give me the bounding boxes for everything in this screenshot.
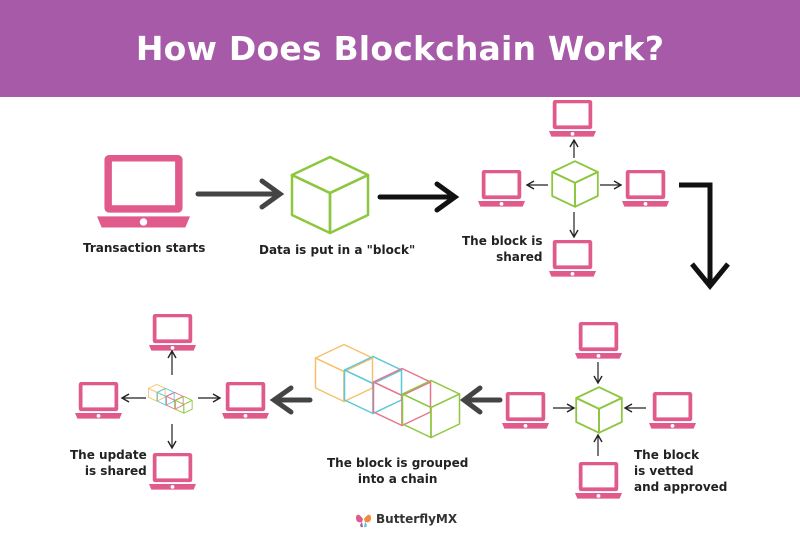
update-network-icon [75,314,269,490]
label-block-vetted: The block is vetted and approved [634,448,728,494]
label-block-shared: The block is shared [462,234,543,264]
block-cube-icon [290,155,370,235]
share-network-icon [478,100,669,277]
transaction-laptop-icon [97,155,190,228]
brand-footer: ButterflyMX [356,511,457,527]
arrow-icon [459,385,503,415]
label-block-chain: The block is grouped into a chain [327,456,469,486]
label-transaction-starts: Transaction starts [83,241,206,255]
label-update-shared: The update is shared [70,448,147,478]
brand-name: ButterflyMX [376,512,458,526]
vetting-network-icon [502,322,696,499]
butterfly-logo-icon [356,514,371,528]
block-chain-icon [314,343,461,439]
arrow-icon [377,181,460,213]
page-title: How Does Blockchain Work? [135,29,665,68]
label-data-in-block: Data is put in a "block" [259,243,416,257]
arrow-icon [195,178,285,210]
arrow-icon [269,385,313,415]
header-banner: How Does Blockchain Work? [0,0,800,97]
arrow-icon [679,182,730,290]
